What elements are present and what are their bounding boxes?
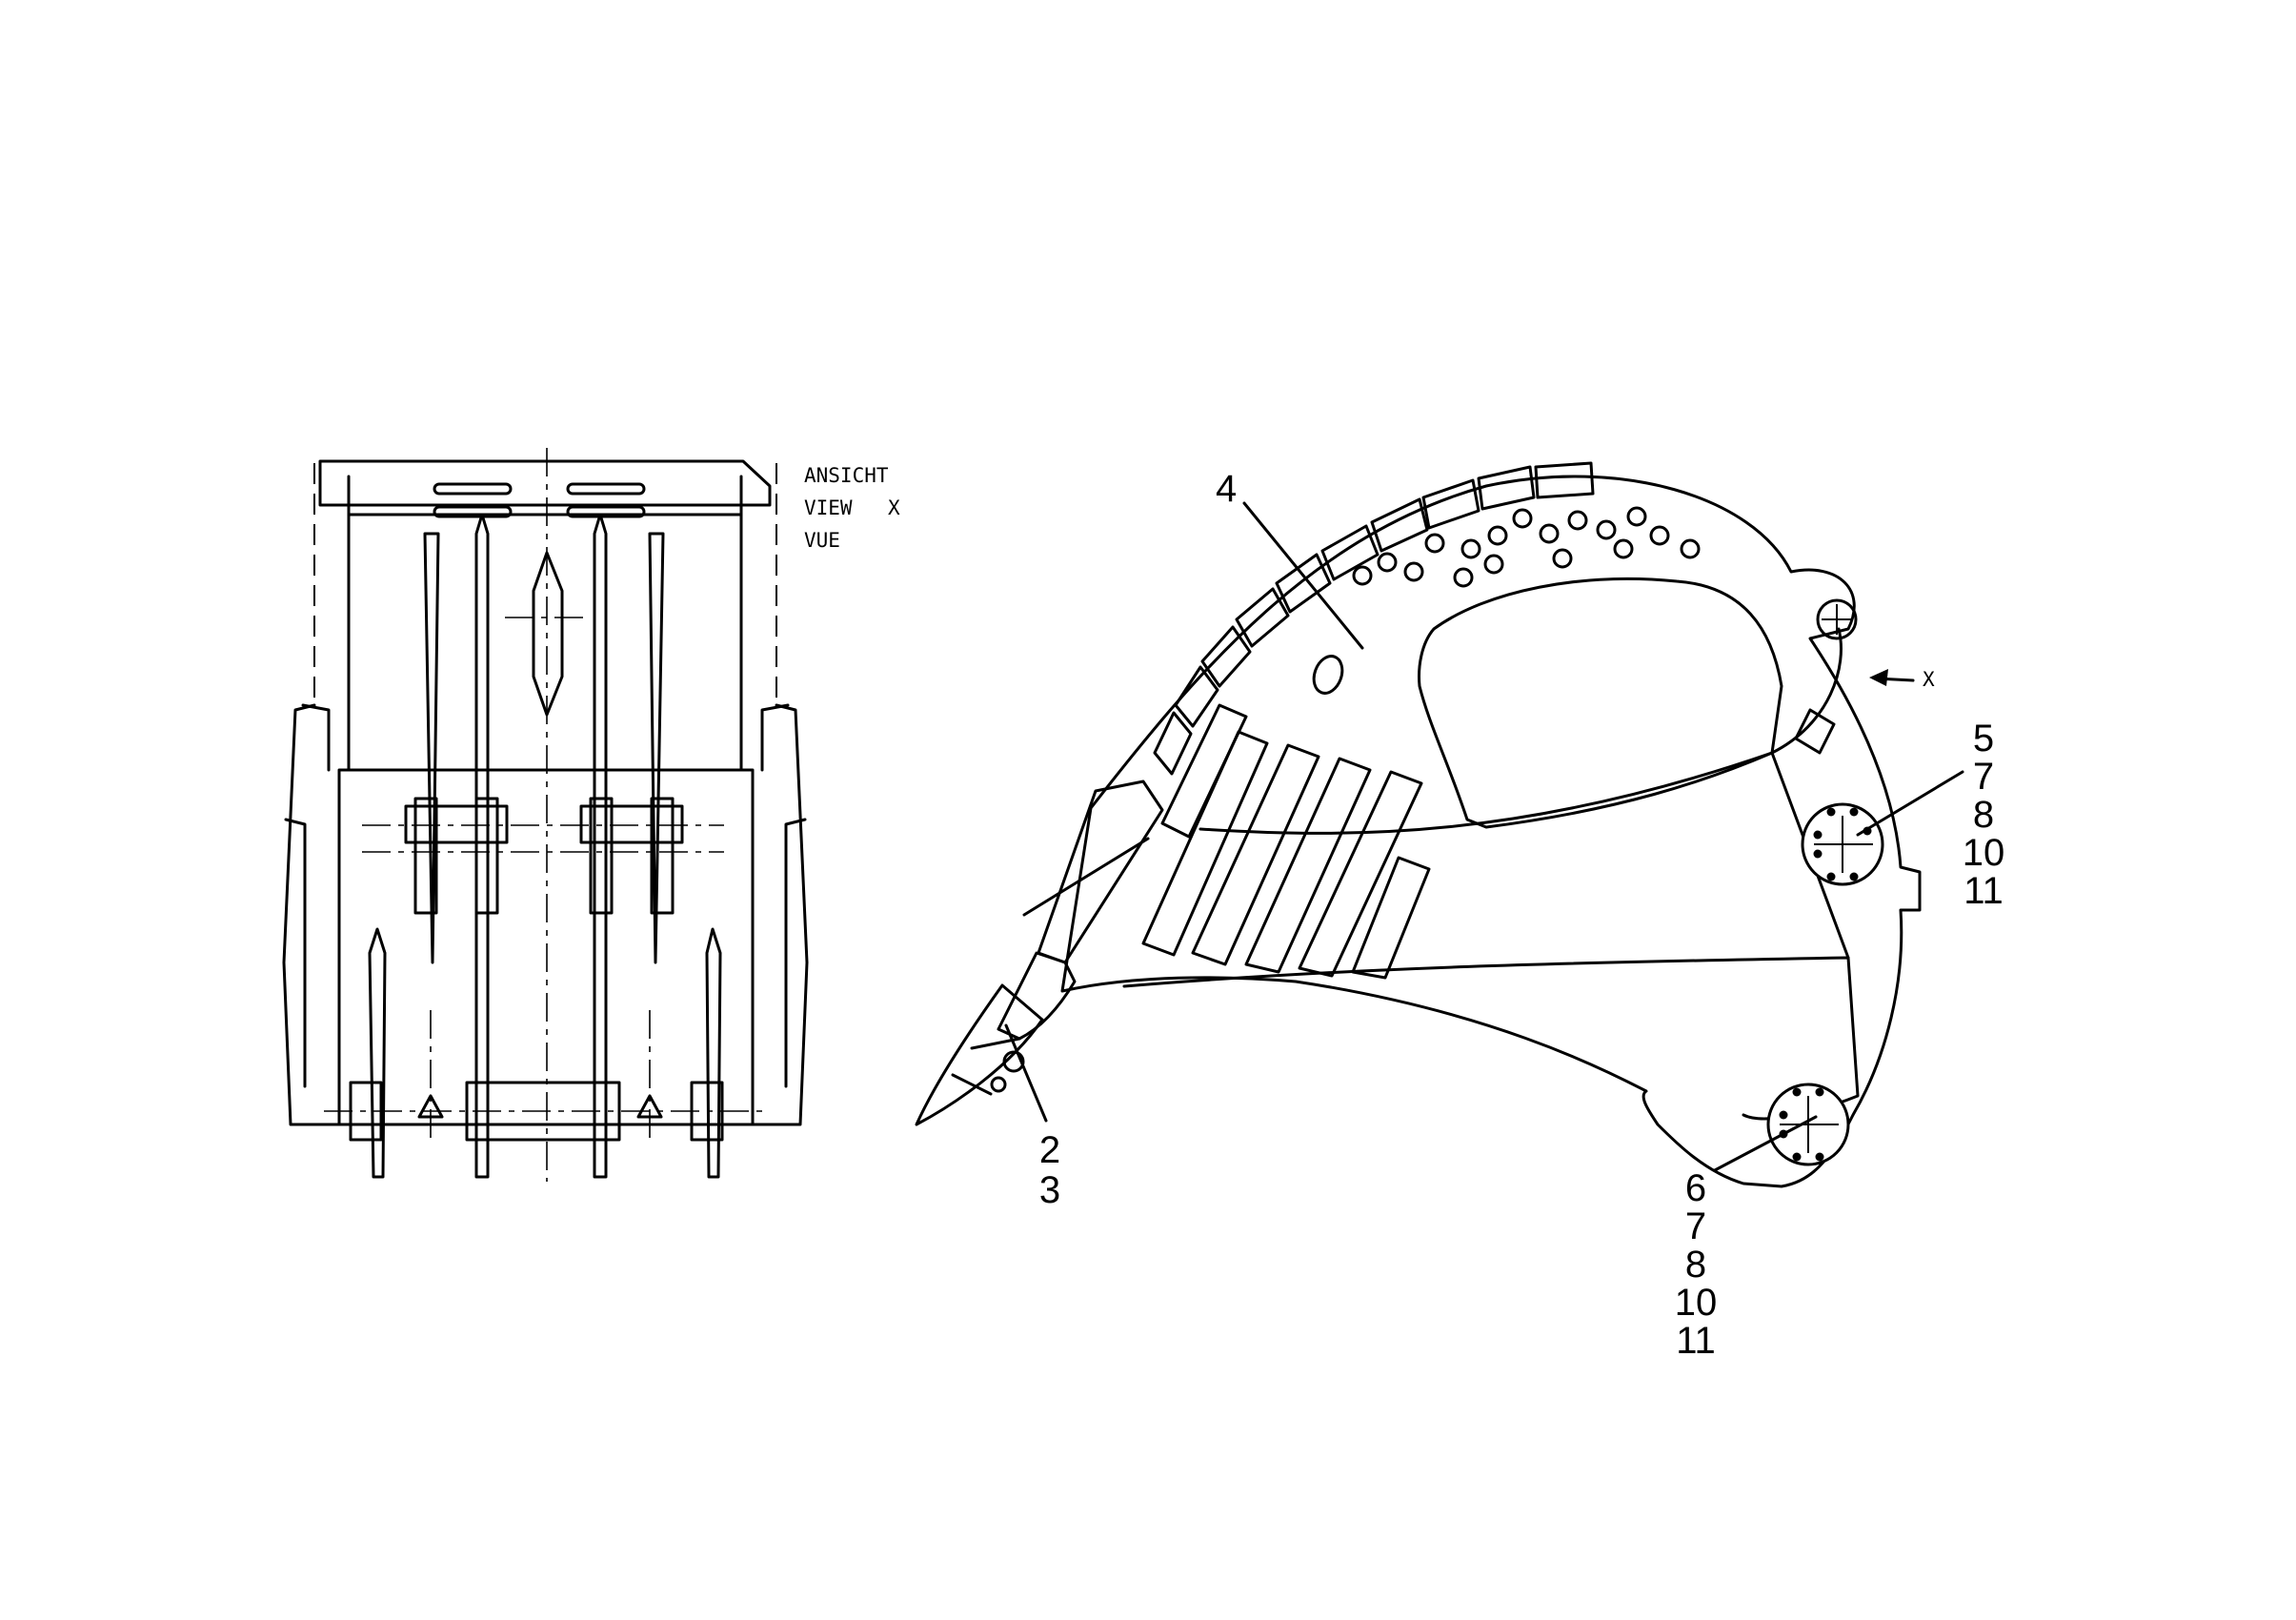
side-view: X [915, 461, 1935, 1188]
view-arrow-letter: X [1923, 668, 1935, 691]
callout-group-top-pin: 5 7 8 10 11 [1963, 718, 2005, 912]
callout-bottom-4: 10 [1675, 1282, 1718, 1324]
leader-lines [1004, 501, 1964, 1172]
view-label-letter: X [888, 496, 900, 519]
callout-top-1: 5 [1973, 718, 1994, 759]
callout-bottom-1: 6 [1685, 1167, 1706, 1209]
pin-boss-bottom [1766, 1083, 1850, 1166]
view-x-arrow: X [1869, 668, 1935, 691]
tooth-adapter [915, 780, 1164, 1126]
view-label-english: VIEW [804, 496, 853, 519]
callout-tooth-2: 3 [1039, 1169, 1060, 1211]
callout-top-5: 11 [1964, 870, 2004, 912]
callout-top-4: 10 [1963, 832, 2005, 874]
callout-bottom-3: 8 [1685, 1244, 1706, 1286]
side-ribs [1141, 703, 1431, 980]
callout-4: 4 [1216, 468, 1237, 510]
wear-plates [1153, 461, 1595, 776]
view-label-french: VUE [804, 529, 840, 552]
callout-bottom-5: 11 [1676, 1320, 1716, 1362]
view-label-german: ANSICHT [804, 464, 889, 487]
lightening-holes [1352, 506, 1701, 588]
callout-bottom-2: 7 [1685, 1205, 1706, 1247]
front-view [282, 448, 809, 1182]
callout-group-tooth: 2 3 [1039, 1129, 1060, 1211]
callout-top-2: 7 [1973, 756, 1994, 798]
callout-group-bottom-pin: 6 7 8 10 11 [1675, 1167, 1718, 1362]
callout-top-3: 8 [1973, 794, 1994, 836]
callout-item-4: 4 [1216, 468, 1237, 510]
view-x-label: ANSICHT VIEW X VUE [804, 464, 900, 552]
pin-boss-top [1801, 802, 1884, 886]
callout-tooth-1: 2 [1039, 1129, 1060, 1171]
